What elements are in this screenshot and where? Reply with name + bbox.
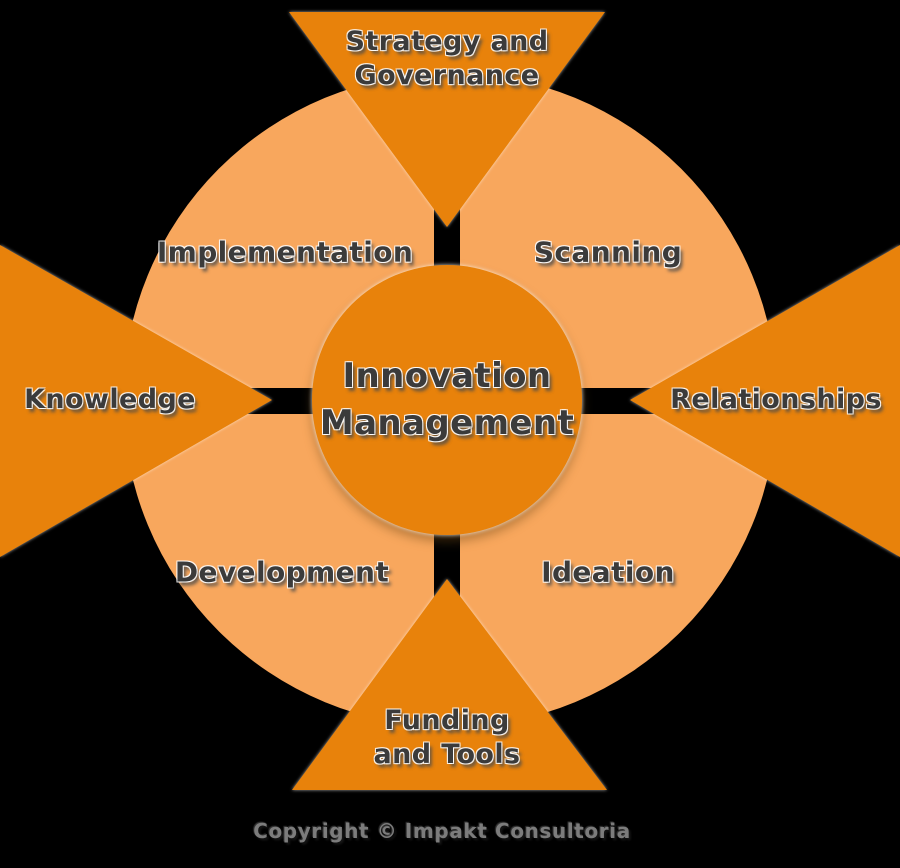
- arrow-top-triangle: [289, 12, 605, 227]
- arrow-bottom-triangle: [292, 579, 607, 790]
- arrow-right-triangle: [630, 245, 900, 557]
- arrow-left-triangle: [0, 245, 272, 557]
- arrow-label-funding-line2: and Tools: [373, 739, 521, 770]
- arrow-label-strategy-line2: Governance: [354, 60, 540, 91]
- quadrant-label-development: Development: [174, 555, 390, 589]
- center-title-line1: Innovation: [342, 356, 552, 396]
- center-title-line2: Management: [319, 403, 575, 443]
- arrow-label-funding-line1: Funding: [384, 705, 510, 736]
- quadrant-label-implementation: Implementation: [156, 235, 414, 269]
- center-circle: [312, 265, 582, 535]
- quadrant-label-ideation: Ideation: [541, 555, 675, 589]
- arrow-label-strategy-line1: Strategy and: [345, 26, 549, 57]
- center-title: Innovation Management: [320, 353, 574, 447]
- copyright-text: Copyright © Impakt Consultoria: [253, 819, 631, 843]
- arrow-label-relationships: Relationships: [670, 384, 882, 415]
- arrow-label-funding-tools: Funding and Tools: [373, 704, 520, 772]
- arrow-label-strategy-governance: Strategy and Governance: [345, 25, 548, 93]
- arrow-label-knowledge: Knowledge: [24, 384, 196, 415]
- quadrant-label-scanning: Scanning: [533, 235, 683, 269]
